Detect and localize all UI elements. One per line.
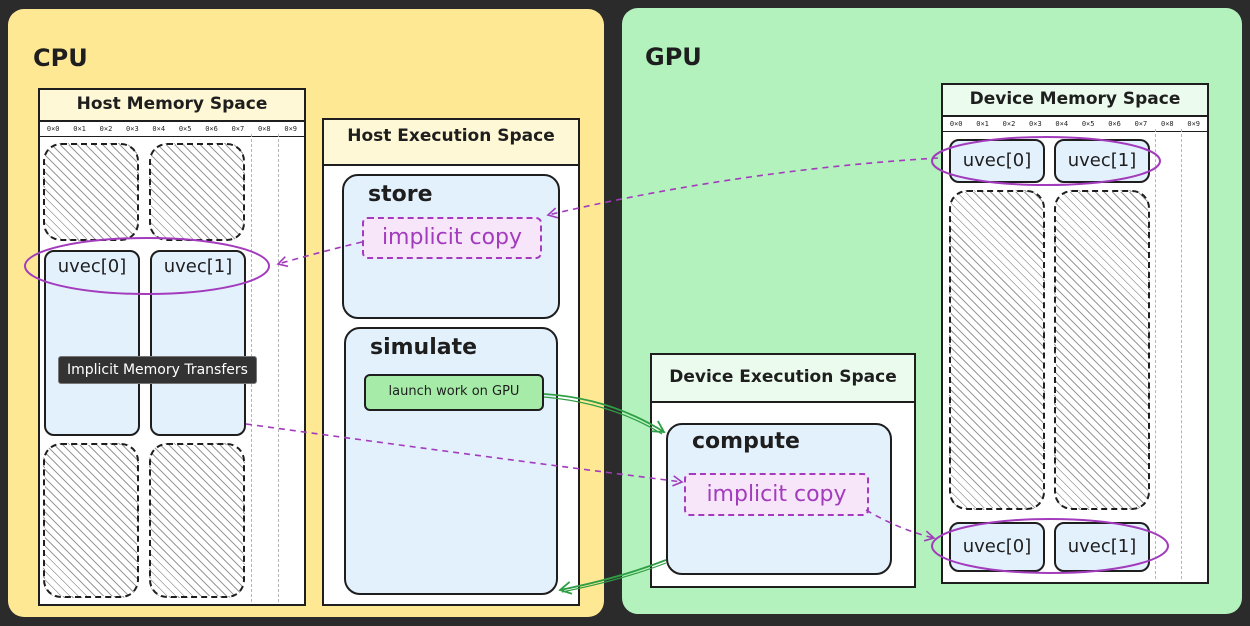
- host-uvec-highlight: [24, 237, 270, 295]
- compute-implicit-copy[interactable]: implicit copy: [684, 473, 869, 516]
- store-title: store: [368, 182, 433, 207]
- device-to-store-arrow: [546, 157, 939, 219]
- device-top-uvec-highlight: [931, 136, 1161, 186]
- memory-gridline: [1155, 129, 1156, 579]
- device-exec-title: Device Execution Space: [652, 355, 914, 403]
- address-label: 0×6: [1108, 120, 1121, 128]
- address-label: 0×9: [1187, 120, 1201, 128]
- device-memory-title: Device Memory Space: [943, 85, 1207, 117]
- address-label: 0×9: [284, 125, 298, 133]
- free-memory-block: [149, 143, 245, 241]
- address-label: 0×1: [976, 120, 989, 128]
- host-uvec-0[interactable]: uvec[0]: [44, 250, 140, 436]
- address-label: 0×5: [178, 125, 192, 133]
- address-label: 0×4: [1055, 120, 1069, 128]
- gpu-title: GPU: [645, 43, 702, 71]
- tooltip: Implicit Memory Transfers: [58, 356, 257, 384]
- host-exec-title: Host Execution Space: [324, 120, 578, 166]
- uvec-label: uvec[1]: [163, 256, 233, 277]
- memory-gridline: [278, 134, 279, 602]
- address-label: 0×6: [205, 125, 218, 133]
- free-memory-block: [1054, 190, 1150, 510]
- host-memory-title: Host Memory Space: [40, 90, 304, 122]
- store-to-host-arrow: [276, 241, 363, 268]
- address-label: 0×8: [1160, 120, 1174, 128]
- host-uvec-1[interactable]: uvec[1]: [150, 250, 246, 436]
- device-bottom-uvec-highlight: [931, 518, 1169, 574]
- address-label: 0×0: [949, 120, 963, 128]
- simulate-title: simulate: [370, 335, 478, 360]
- host-to-compute-arrow: [245, 423, 684, 487]
- launch-work-button[interactable]: launch work on GPU: [364, 374, 544, 411]
- address-label: 0×4: [152, 125, 166, 133]
- free-memory-block: [149, 443, 245, 598]
- store-implicit-copy[interactable]: implicit copy: [362, 217, 542, 259]
- cpu-title: CPU: [33, 44, 88, 72]
- address-label: 0×2: [99, 125, 113, 133]
- address-label: 0×7: [1134, 120, 1148, 128]
- free-memory-block: [949, 190, 1045, 510]
- address-label: 0×1: [73, 125, 86, 133]
- return-arrow: [558, 559, 667, 595]
- uvec-label: uvec[0]: [57, 256, 127, 277]
- launch-arrow-sketch: [543, 396, 663, 435]
- address-label: 0×3: [1029, 120, 1042, 128]
- compute-title: compute: [692, 429, 800, 454]
- address-label: 0×2: [1002, 120, 1016, 128]
- address-label: 0×0: [46, 125, 60, 133]
- device-bottom-uvec-1[interactable]: uvec[1]: [1054, 522, 1150, 572]
- host-address-row: 0×0 0×1 0×2 0×3 0×4 0×5 0×6 0×7 0×8 0×9: [40, 122, 304, 137]
- address-label: 0×3: [126, 125, 139, 133]
- memory-gridline: [1181, 129, 1182, 579]
- device-top-uvec-1[interactable]: uvec[1]: [1054, 139, 1150, 183]
- return-arrow-sketch: [561, 562, 667, 593]
- address-label: 0×7: [231, 125, 245, 133]
- launch-arrow: [543, 393, 666, 434]
- free-memory-block: [43, 443, 139, 598]
- address-label: 0×5: [1081, 120, 1095, 128]
- device-address-row: 0×0 0×1 0×2 0×3 0×4 0×5 0×6 0×7 0×8 0×9: [943, 117, 1207, 132]
- compute-to-device-arrow: [865, 509, 936, 542]
- free-memory-block: [43, 143, 139, 241]
- address-label: 0×8: [257, 125, 271, 133]
